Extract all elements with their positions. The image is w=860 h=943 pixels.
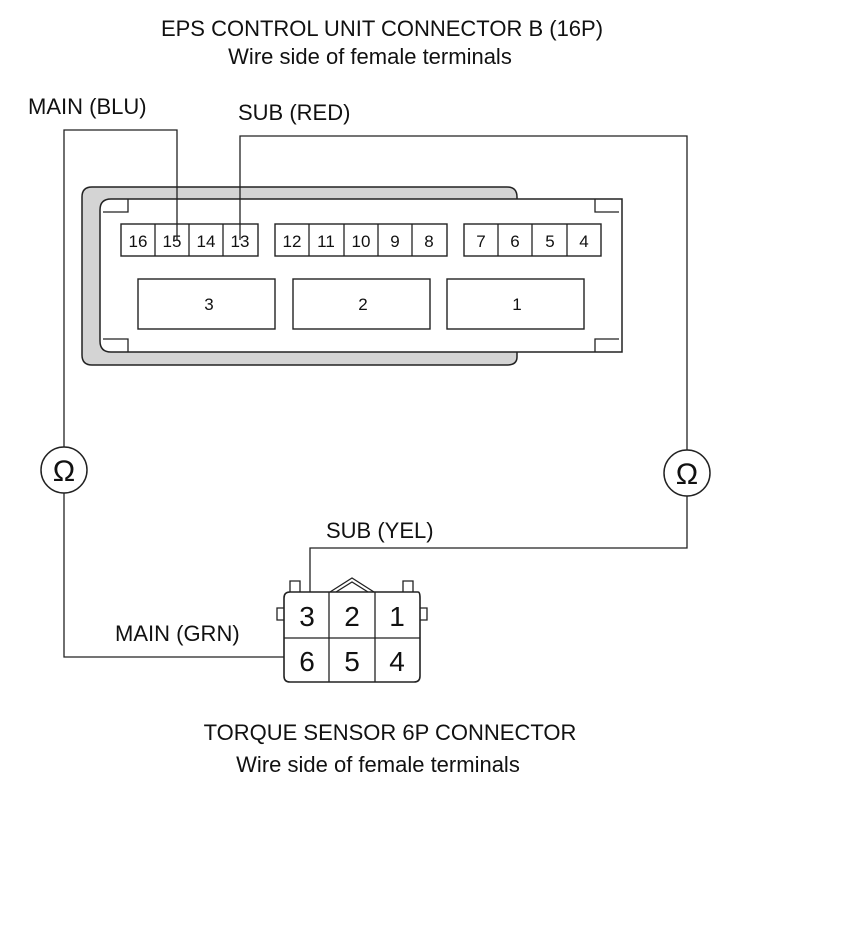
eps-pin-9: 9 xyxy=(390,232,399,251)
sub-yel-wire xyxy=(309,496,688,594)
torque-connector-title: TORQUE SENSOR 6P CONNECTOR xyxy=(204,720,577,745)
torque-pin-6: 6 xyxy=(299,646,315,677)
eps-pin-16: 16 xyxy=(129,232,148,251)
torque-pin-4: 4 xyxy=(389,646,405,677)
torque-connector: 3 2 1 6 5 4 xyxy=(276,577,428,683)
torque-pin-1: 1 xyxy=(389,601,405,632)
torque-pin-3: 3 xyxy=(299,601,315,632)
eps-pin-10: 10 xyxy=(352,232,371,251)
ohmmeter-icon: Ω xyxy=(40,446,88,494)
sub-red-wire xyxy=(239,135,688,450)
eps-pin-15: 15 xyxy=(163,232,182,251)
ohm-symbol-left: Ω xyxy=(53,455,75,488)
lock-ridge-inner xyxy=(335,581,369,593)
ohmmeter-icon: Ω xyxy=(663,449,711,497)
eps-pin-11: 11 xyxy=(317,232,335,251)
sub-red-label: SUB (RED) xyxy=(238,100,350,125)
corner-mark xyxy=(594,199,619,213)
side-key xyxy=(276,607,284,621)
torque-housing xyxy=(283,591,421,683)
corner-mark xyxy=(103,338,129,352)
torque-pin-5: 5 xyxy=(344,646,360,677)
torque-pin-2: 2 xyxy=(344,601,360,632)
eps-pin-large-2 xyxy=(292,278,431,330)
eps-pin-14: 14 xyxy=(197,232,216,251)
ohmmeter-left-ring xyxy=(40,446,88,494)
side-key xyxy=(420,607,428,621)
corner-mark xyxy=(103,199,129,213)
eps-pin-4: 4 xyxy=(579,232,588,251)
main-grn-label: MAIN (GRN) xyxy=(115,621,240,646)
eps-connector-title: EPS CONTROL UNIT CONNECTOR B (16P) xyxy=(161,16,603,41)
eps-pin-5: 5 xyxy=(545,232,554,251)
latch-tab xyxy=(289,580,301,592)
main-grn-wire xyxy=(63,493,284,658)
eps-pin-8: 8 xyxy=(424,232,433,251)
eps-pin-6: 6 xyxy=(510,232,519,251)
eps-connector: 16 15 14 13 12 11 10 9 8 7 6 5 4 3 2 1 xyxy=(81,186,623,366)
sub-yel-label: SUB (YEL) xyxy=(326,518,434,543)
latch-tab xyxy=(402,580,414,592)
main-blu-wire xyxy=(63,129,178,447)
eps-connector-subtitle: Wire side of female terminals xyxy=(228,44,512,69)
eps-pin-large-1 xyxy=(446,278,585,330)
eps-pin-12: 12 xyxy=(283,232,302,251)
torque-connector-subtitle: Wire side of female terminals xyxy=(236,752,520,777)
ohm-symbol-right: Ω xyxy=(676,458,698,491)
eps-pin-1-label: 1 xyxy=(512,295,521,314)
eps-pin-13: 13 xyxy=(231,232,250,251)
eps-pin-3-label: 3 xyxy=(204,295,213,314)
eps-pin-large-3 xyxy=(137,278,276,330)
eps-pin-2-label: 2 xyxy=(358,295,367,314)
ohmmeter-right-ring xyxy=(663,449,711,497)
lock-ridge xyxy=(329,577,375,593)
eps-pin-group-b xyxy=(274,223,448,257)
main-blu-label: MAIN (BLU) xyxy=(28,94,147,119)
corner-mark xyxy=(594,338,619,352)
eps-pin-7: 7 xyxy=(476,232,485,251)
